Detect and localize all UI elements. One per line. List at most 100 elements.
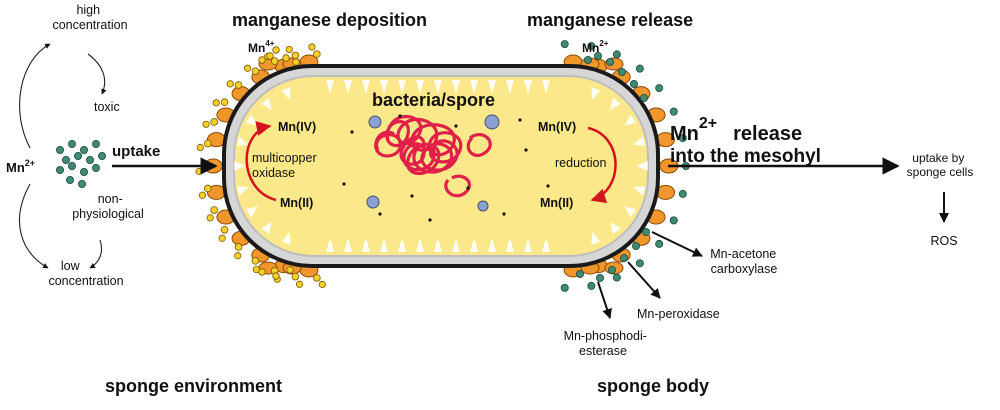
membrane-spike [624,206,637,218]
mn-oxide-particle [202,120,210,128]
mn-oxide-particle [251,257,260,265]
sponge-body-label: sponge body [597,376,709,396]
membrane-spikes [234,80,648,252]
membrane-spike [380,238,388,252]
mn-ion [66,175,75,184]
membrane-spike [398,238,406,252]
mn2-top-label: Mn2+ [582,39,609,55]
release-mn-label: Mn2+release [670,115,802,145]
oxidation-arrow [245,121,277,202]
membrane-spike [344,238,352,252]
released-mn-ion [608,265,617,274]
multicopper-oxidase-label: multicopper oxidase [252,151,320,180]
membrane-spike [344,80,352,94]
membrane-spike [524,238,532,252]
mn-ion [62,155,71,164]
mn-oxide-particle [270,57,279,65]
mn-ion-label: Mn2+ [6,158,35,175]
mn-oxide-particle [198,191,207,199]
mn-oxide-particle [282,54,290,62]
mn-oxide-particle [195,167,203,176]
cytoplasm-particle [350,130,354,134]
released-mn-ion [584,56,593,65]
mn-oxide-particle [226,80,234,88]
mn-peroxidase-label: Mn-peroxidase [637,307,720,321]
membrane-spike [236,185,249,196]
high-concentration-label: high concentration [52,3,127,32]
released-mn-ion [640,94,649,103]
mn-oxide-particle [218,234,226,242]
mn-ion [92,139,101,148]
released-mn-ion [635,259,644,268]
membrane-spike [245,206,258,218]
cytoplasm-particle [428,218,432,222]
mn-oxide-particle [210,206,218,214]
mn-acetone-arrow [651,231,703,257]
mn4-top-label: Mn4+ [248,39,275,55]
mn-oxide-particle [292,58,300,66]
membrane-spike [610,221,621,235]
title-release: manganese release [527,10,693,30]
mn-oxide-particle [210,118,218,126]
mn-ion [56,145,65,154]
left-mn-ii: Mn(II) [280,196,313,210]
right-mn-ii: Mn(II) [540,196,573,210]
membrane-spike [434,80,442,94]
mn-oxide-particle [291,272,300,281]
mn-ion [68,139,77,148]
mn-ion [80,145,89,154]
vesicle [484,114,500,130]
membrane-spike [398,80,406,94]
released-mn-ion [560,40,569,49]
membrane-spike [452,80,460,94]
vesicle [477,200,489,212]
cytoplasm-particle [518,118,522,122]
released-mn-ion [632,241,641,250]
sponge-environment-label: sponge environment [105,376,282,396]
mn-oxide-particle [308,43,316,51]
released-mn-ion [669,216,678,225]
released-mn-ion [678,189,687,198]
membrane-spike [281,87,291,100]
released-mn-ion [576,269,585,278]
reduction-arrow [587,126,617,204]
mn-oxide-particle [291,51,300,60]
mn-oxide-particle [196,143,204,152]
mn-oxide-particle [203,139,212,148]
mn-oxide-particle [286,266,294,274]
membrane-spike [234,160,246,172]
toxic-label: toxic [94,100,120,114]
mn-oxide-particle [295,280,304,288]
membrane-spike [506,80,514,94]
dna-chromosome [385,114,463,175]
released-mn-ion [630,80,639,89]
uptake-sponge-label: uptake by sponge cells [907,151,974,179]
toxic-arrow [87,53,107,95]
dna-chromosome-loop [374,130,492,198]
membrane-spike [470,238,478,252]
membrane-spike [633,185,646,196]
cytoplasm-particle [454,124,458,128]
ros-label: ROS [930,234,957,248]
into-mesohyl-label: into the mesohyl [670,146,821,167]
mn-ion [98,151,107,160]
mn-ion [74,151,83,160]
mn-ion [92,163,101,172]
mn-ion [78,179,87,188]
membrane-spike [452,238,460,252]
mn-oxide-particle [258,56,266,64]
released-mn-ion [620,253,629,262]
mn-oxide-particle [313,50,321,58]
mn-oxide-particle [272,272,280,280]
cytoplasm-particle [502,212,506,216]
mn-oxide-particle [318,280,326,289]
mn-peroxidase-arrow [627,261,661,299]
membrane-spike [610,97,621,111]
cytoplasm-particle [546,184,550,188]
released-mn-ion [587,42,596,51]
cytoplasm-particle [342,182,346,186]
membrane-spike [633,136,646,147]
membrane-spike [261,221,272,235]
low-concentration-arrow [18,183,49,269]
